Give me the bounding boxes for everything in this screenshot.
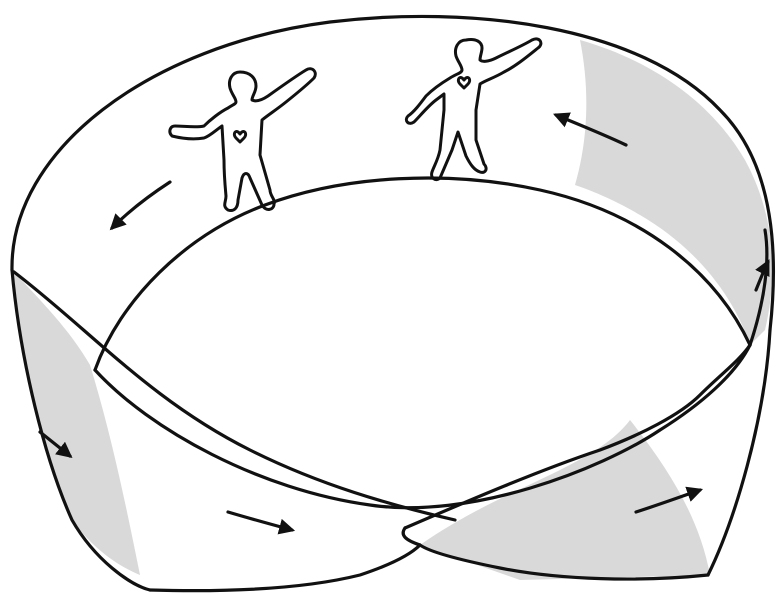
mobius-strip-drawing: [0, 0, 776, 595]
mobius-strip-illustration: [0, 0, 776, 595]
